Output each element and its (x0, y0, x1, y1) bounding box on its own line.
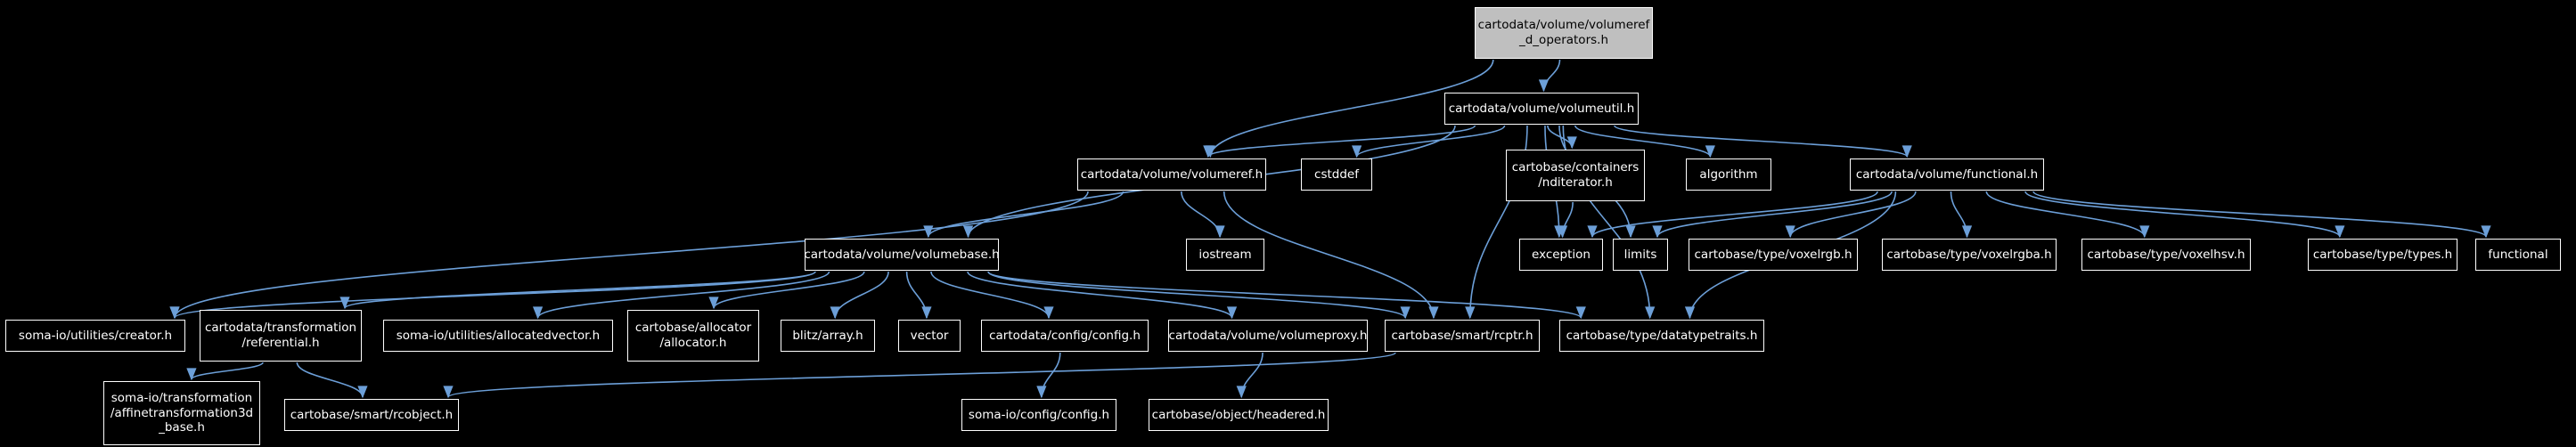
include-edge-functional_carto-to-voxelrgb (1785, 191, 1917, 239)
include-edge-volumebase-to-datatypetraits (987, 271, 1586, 320)
include-edge-rcptr-to-rcobject (444, 352, 1396, 399)
graph-node-exception[interactable]: exception (1519, 239, 1603, 271)
include-edge-volumeutil-to-volumeref (1203, 125, 1476, 158)
graph-node-limits[interactable]: limits (1613, 239, 1668, 271)
graph-node-headered[interactable]: cartobase/object/headered.h (1149, 399, 1329, 431)
include-edge-referential-to-affine3d (186, 362, 264, 381)
graph-node-affine3d[interactable]: soma-io/transformation /affinetransforma… (103, 381, 260, 445)
include-edge-volumebase-to-allocatedvector (533, 271, 830, 320)
include-edge-volumeproxy-to-headered (1236, 352, 1263, 399)
include-edge-volumeref-to-iostream (1181, 191, 1225, 239)
include-edge-volumeref-to-rcptr (1223, 191, 1439, 320)
graph-node-volumebase[interactable]: cartodata/volume/volumebase.h (804, 239, 1000, 271)
graph-node-allocator[interactable]: cartobase/allocator /allocator.h (627, 310, 759, 362)
graph-node-vector[interactable]: vector (898, 320, 961, 352)
graph-node-volumeref[interactable]: cartodata/volume/volumeref.h (1077, 158, 1266, 191)
include-edge-functional_carto-to-types (2024, 191, 2345, 239)
graph-node-voxelrgba[interactable]: cartobase/type/voxelrgba.h (1882, 239, 2057, 271)
include-edge-functional_carto-to-voxelrgba (1950, 191, 1973, 239)
graph-node-functional_std[interactable]: functional (2475, 239, 2561, 271)
include-edge-volumebase-to-volumeproxy (967, 271, 1237, 320)
graph-node-algorithm[interactable]: algorithm (1686, 158, 1771, 191)
include-edge-volumebase-to-config_carto (930, 271, 1054, 320)
graph-node-config_carto[interactable]: cartodata/config/config.h (981, 320, 1149, 352)
graph-node-functional_carto[interactable]: cartodata/volume/functional.h (1850, 158, 2044, 191)
include-edge-functional_carto-to-functional_std (2032, 191, 2491, 239)
include-edge-volumebase-to-vector (905, 271, 932, 320)
include-edge-volumeref-to-creator (169, 191, 1089, 320)
graph-node-creator[interactable]: soma-io/utilities/creator.h (5, 320, 185, 352)
include-edge-volumeref_d_operators-to-volumeref (1205, 59, 1494, 158)
include-edge-nditerator-to-exception (1557, 201, 1574, 239)
include-edge-volumeref_d_operators-to-volumeutil (1538, 59, 1561, 93)
graph-node-datatypetraits[interactable]: cartobase/type/datatypetraits.h (1559, 320, 1764, 352)
include-edge-volumebase-to-rcptr (987, 271, 1411, 320)
graph-node-cstddef[interactable]: cstddef (1301, 158, 1372, 191)
include-edge-volumebase-to-referential (339, 271, 816, 310)
graph-node-blitz[interactable]: blitz/array.h (781, 320, 875, 352)
graph-node-iostream[interactable]: iostream (1186, 239, 1264, 271)
graph-node-volumeutil[interactable]: cartodata/volume/volumeutil.h (1444, 93, 1639, 125)
include-edge-functional_carto-to-limits (1652, 191, 1893, 239)
include-edge-volumeutil-to-algorithm (1574, 125, 1715, 158)
include-edge-volumeutil-to-cstddef (1352, 125, 1506, 158)
graph-node-nditerator[interactable]: cartobase/containers /nditerator.h (1506, 150, 1645, 201)
include-edge-volumebase-to-allocator (708, 271, 865, 310)
include-edge-volumeutil-to-nditerator (1547, 125, 1577, 150)
graph-node-rcobject[interactable]: cartobase/smart/rcobject.h (284, 399, 459, 431)
include-edge-volumeutil-to-functional_carto (1614, 125, 1912, 158)
graph-node-voxelrgb[interactable]: cartobase/type/voxelrgb.h (1689, 239, 1858, 271)
graph-node-types[interactable]: cartobase/type/types.h (2308, 239, 2457, 271)
graph-node-config_soma[interactable]: soma-io/config/config.h (961, 399, 1116, 431)
graph-node-volumeref_d_operators[interactable]: cartodata/volume/volumeref _d_operators.… (1475, 7, 1653, 59)
include-edge-referential-to-rcobject (296, 362, 368, 399)
include-edge-volumebase-to-creator (169, 271, 816, 320)
include-edge-volumeref-to-volumebase (923, 191, 1124, 239)
graph-node-voxelhsv[interactable]: cartobase/type/voxelhsv.h (2081, 239, 2251, 271)
graph-node-volumeproxy[interactable]: cartodata/volume/volumeproxy.h (1168, 320, 1368, 352)
graph-node-allocatedvector[interactable]: soma-io/utilities/allocatedvector.h (383, 320, 613, 352)
graph-node-rcptr[interactable]: cartobase/smart/rcptr.h (1385, 320, 1540, 352)
include-edge-functional_carto-to-exception (1587, 191, 1878, 239)
include-edge-functional_carto-to-voxelhsv (1985, 191, 2150, 239)
graph-node-referential[interactable]: cartodata/transformation /referential.h (200, 310, 362, 362)
include-edge-config_carto-to-config_soma (1036, 352, 1061, 399)
include-edge-volumebase-to-blitz (830, 271, 889, 320)
